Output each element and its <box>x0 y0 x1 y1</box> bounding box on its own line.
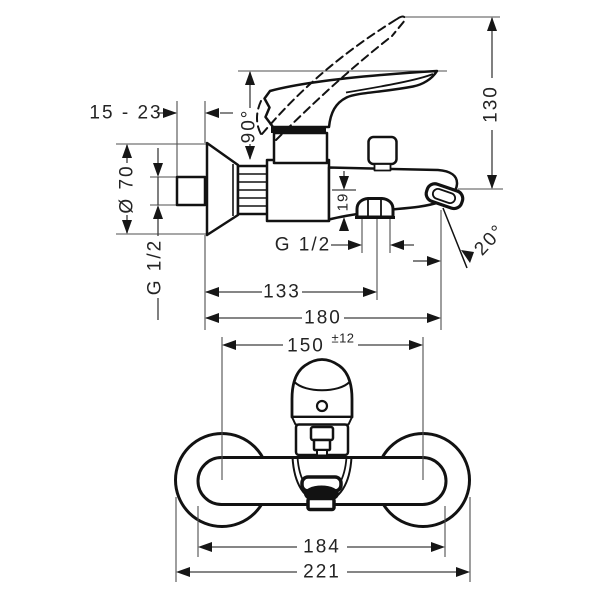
dim-spout-reach: 180 <box>304 308 342 329</box>
cartridge-collar <box>271 126 326 133</box>
side-view: 15 - 23 Ø 70 G 1/2 90° 130 <box>89 15 510 330</box>
cartridge-housing <box>272 131 329 165</box>
dim-outlet-offset: 19 <box>335 193 352 212</box>
dim-projection-range: 15 - 23 <box>89 103 162 124</box>
front-dimensions: 150 ±12 184 221 <box>176 331 470 583</box>
wall-union-stub <box>175 175 207 207</box>
dim-overall-width: 221 <box>303 562 341 583</box>
dim-flange-diameter: Ø 70 <box>117 164 138 213</box>
dim-outlet-thread: G 1/2 <box>275 235 331 256</box>
lever-raised-dashed <box>256 15 406 141</box>
front-reference-lines <box>175 337 471 582</box>
diverter-front <box>309 425 335 458</box>
faucet-front-view <box>174 358 471 528</box>
side-dimensions: 15 - 23 Ø 70 G 1/2 90° 130 <box>89 17 510 329</box>
dim-lever-swing-angle: 90° <box>239 109 260 144</box>
dim-pipe-centers: 150 <box>287 336 325 357</box>
handle-screw-hole <box>315 399 329 413</box>
dim-spray-angle: 20° <box>470 220 509 260</box>
spray-angle-line <box>442 207 468 269</box>
shower-outlet <box>355 197 395 219</box>
dim-body-width: 184 <box>303 537 341 558</box>
mixer-body <box>265 158 331 223</box>
aerator-side <box>424 182 465 211</box>
dim-wall-to-outlet: 133 <box>263 282 301 303</box>
dim-inlet-thread: G 1/2 <box>145 239 166 295</box>
faucet-side-view <box>175 15 468 269</box>
dim-pipe-centers-tolerance: ±12 <box>331 331 354 346</box>
front-view: 150 ±12 184 221 <box>174 331 471 583</box>
dim-height: 130 <box>481 85 502 123</box>
lever-handle-front <box>290 358 354 419</box>
diverter-knob-side <box>367 135 398 166</box>
side-reference-lines <box>116 16 503 330</box>
